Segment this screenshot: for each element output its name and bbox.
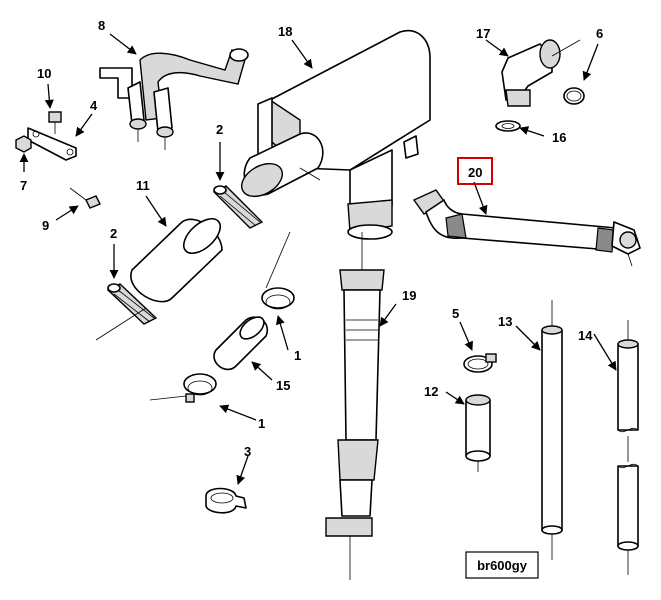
callout-labels: 8 10 4 7 9 2 11 2 18 17 6 16 20 19 1 15 … [20,18,603,459]
part-2-hose-clamp-upper[interactable] [212,185,264,229]
part-14-tube-segment[interactable] [617,320,639,575]
part-16-washer[interactable] [495,120,521,132]
callout-2-lower: 2 [110,226,117,241]
part-17-angle-fitting[interactable] [501,39,581,107]
part-2-hose-clamp-lower[interactable] [95,283,158,341]
callout-1-upper: 1 [294,348,301,363]
callout-16: 16 [552,130,566,145]
callout-6: 6 [596,26,603,41]
highlight-box-callout-20 [457,157,493,185]
part-11-sleeve[interactable] [130,212,227,303]
callout-20[interactable]: 20 [468,165,482,180]
part-19-corrugated-hose[interactable] [325,232,385,580]
part-12-short-tube[interactable] [465,394,491,472]
callout-15: 15 [276,378,290,393]
part-1-clamp-upper[interactable] [261,231,295,310]
part-20-vent-hose[interactable] [412,189,641,267]
part-3-strap-clamp[interactable] [205,487,247,514]
callout-10: 10 [37,66,51,81]
callout-8: 8 [98,18,105,33]
reference-code: br600gy [477,558,528,573]
part-7-nut[interactable] [15,135,32,153]
callout-12: 12 [424,384,438,399]
callout-3: 3 [244,444,251,459]
part-18-muffler-housing[interactable] [236,29,431,240]
callout-17: 17 [476,26,490,41]
callout-2-upper: 2 [216,122,223,137]
leader-arrows [19,33,617,485]
part-15-connector-tube[interactable] [213,313,269,371]
callout-14: 14 [578,328,593,343]
part-8-elbow-hose[interactable] [99,48,249,150]
callout-5: 5 [452,306,459,321]
callout-4: 4 [90,98,98,113]
part-10-screw[interactable] [48,111,62,134]
callout-18: 18 [278,24,292,39]
part-6-o-ring[interactable] [563,87,585,105]
reference-code-box: br600gy [465,551,539,579]
part-13-long-tube[interactable] [541,300,563,560]
callout-11: 11 [136,178,150,193]
part-1-clamp-lower[interactable] [149,373,217,403]
callout-1-lower: 1 [258,416,265,431]
part-9-bolt[interactable] [69,187,101,209]
part-4-mounting-bracket[interactable] [27,127,77,161]
callout-9: 9 [42,218,49,233]
callout-13: 13 [498,314,512,329]
part-5-worm-clamp[interactable] [463,353,497,373]
callout-7: 7 [20,178,27,193]
callout-19: 19 [402,288,416,303]
